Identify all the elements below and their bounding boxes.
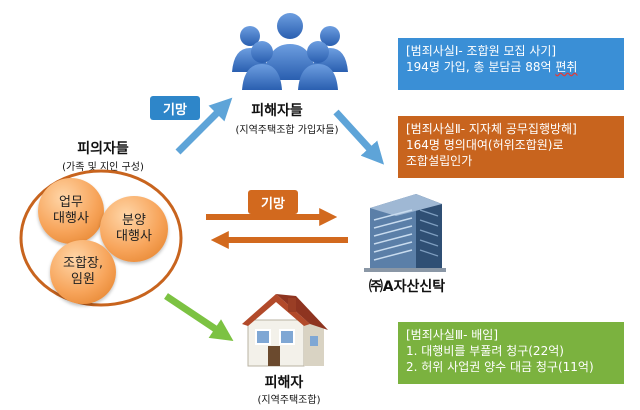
deceive-arrow-to-members <box>175 97 233 155</box>
fact1-line-prefix: 194명 가입, 총 분담금 88억 <box>406 60 556 74</box>
union-victim-subtitle: (지역주택조합) <box>257 395 321 406</box>
members-to-company-arrow <box>333 109 385 165</box>
suspects-title: 피의자들 <box>77 141 129 157</box>
fact1-line: 194명 가입, 총 분담금 88억 편취 <box>406 59 616 75</box>
suspect-role-union-head: 조합장, 임원 <box>50 240 116 304</box>
fact2-title: [범죄사실Ⅱ- 지자체 공무집행방해] <box>406 122 577 136</box>
fact2-box: [범죄사실Ⅱ- 지자체 공무집행방해] 164명 명의대여(허위조합원)로 조합… <box>398 116 624 178</box>
union-victim-title: 피해자 <box>264 375 304 391</box>
fact2-line2: 조합설립인가 <box>406 154 473 168</box>
fact3-box: [범죄사실Ⅲ- 배임] 1. 대행비를 부풀려 청구(22억) 2. 허위 사업… <box>398 322 624 384</box>
deceive-tag-middle: 기망 <box>248 190 298 214</box>
suspects-group-circle <box>19 169 183 307</box>
office-building-icon <box>364 194 446 272</box>
house-icon <box>242 294 328 367</box>
fact1-title: [범죄사실Ⅰ- 조합원 모집 사기] <box>406 44 557 58</box>
victims-members-subtitle: (지역주택조합 가입자들) <box>235 125 339 136</box>
people-group-icon <box>232 13 348 90</box>
fact3-line1: 1. 대행비를 부풀려 청구(22억) <box>406 344 564 358</box>
fact1-box: [범죄사실Ⅰ- 조합원 모집 사기] 194명 가입, 총 분담금 88억 편취 <box>398 38 624 90</box>
fact1-line-emphasis: 편취 <box>555 60 578 74</box>
deceive-tag-top: 기망 <box>150 96 200 120</box>
victims-members-title: 피해자들 <box>251 103 303 119</box>
suspect-role-business-agency: 업무 대행사 <box>38 178 104 244</box>
breach-arrow-to-union <box>164 293 234 341</box>
fact3-line2: 2. 허위 사업권 양수 대금 청구(11억) <box>406 360 594 374</box>
fact3-title: [범죄사실Ⅲ- 배임] <box>406 328 499 342</box>
fact2-line1: 164명 명의대여(허위조합원)로 <box>406 138 564 152</box>
suspects-subtitle: (가족 및 지인 구성) <box>62 162 144 173</box>
company-name: ㈜A자산신탁 <box>368 279 446 295</box>
suspect-role-sales-agency: 분양 대행사 <box>100 196 168 262</box>
